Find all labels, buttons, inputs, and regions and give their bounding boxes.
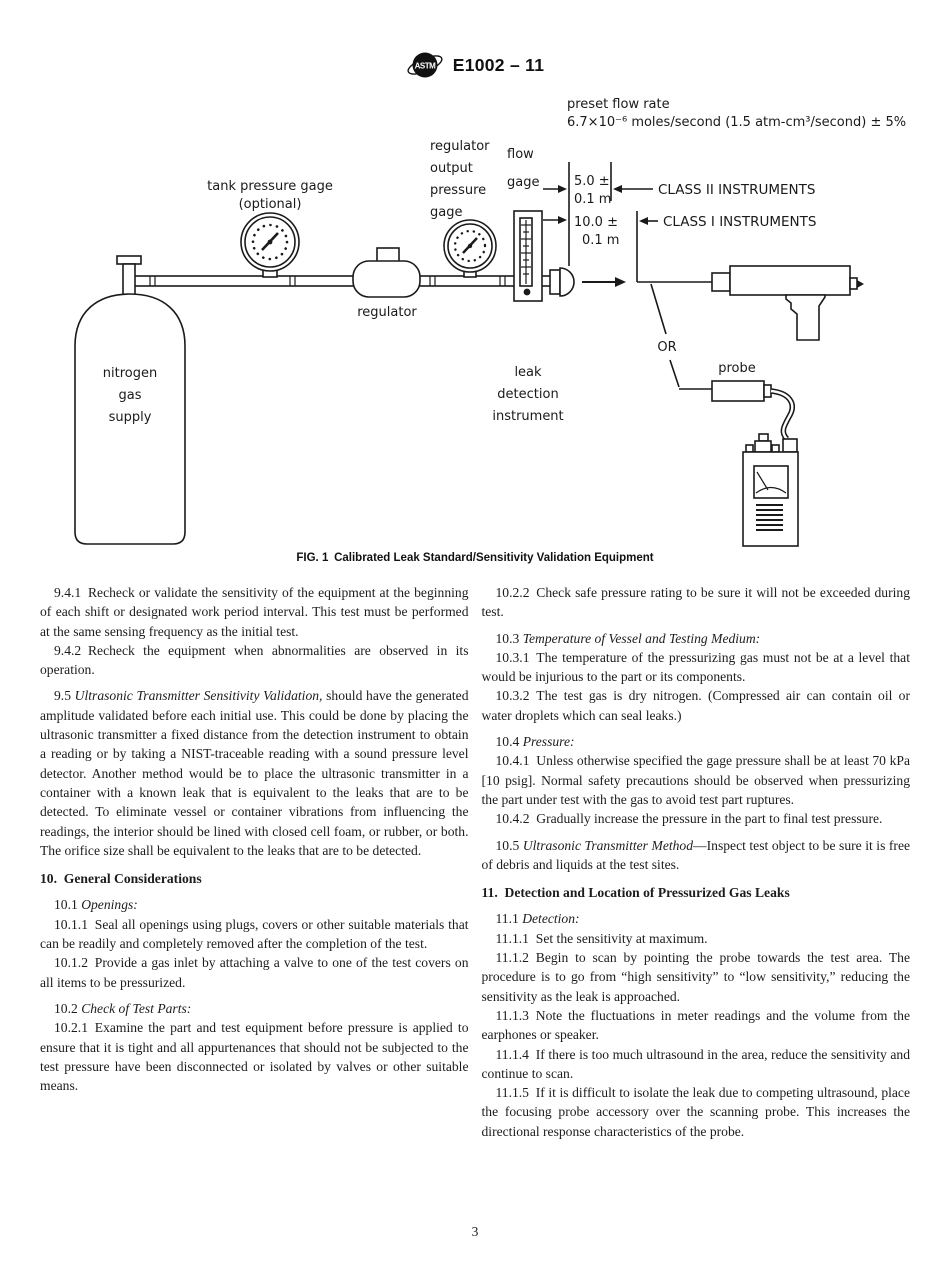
nitrogen-cylinder: nitrogen gas supply bbox=[74, 293, 186, 545]
paragraph: 10.5 Ultrasonic Transmitter Method—Inspe… bbox=[481, 837, 911, 872]
dim-class1-value: 10.0 ± bbox=[574, 215, 618, 230]
document-number: E1002 – 11 bbox=[452, 54, 545, 75]
paragraph: 10.4 Pressure: bbox=[495, 734, 575, 750]
cylinder-label: nitrogen bbox=[103, 366, 157, 381]
paragraph: 10.3 Temperature of Vessel and Testing M… bbox=[495, 630, 761, 646]
paragraph: 10.2.1 Examine the part and test equipme… bbox=[40, 1020, 469, 1094]
figure-1-diagram: preset flow rate 6.7×10⁻⁶ moles/second (… bbox=[74, 97, 906, 547]
svg-text:(optional): (optional) bbox=[239, 197, 302, 212]
nozzle bbox=[549, 267, 575, 297]
paragraph: 9.5 Ultrasonic Transmitter Sensitivity V… bbox=[40, 688, 469, 858]
handheld-meter bbox=[742, 433, 799, 547]
svg-text:tank pressure gage: tank pressure gage bbox=[207, 179, 333, 194]
dim-class2-value: 5.0 ± bbox=[574, 174, 610, 189]
paragraph: 11.1.4 If there is too much ultrasound i… bbox=[481, 1046, 911, 1081]
astm-logo-text: ASTM bbox=[414, 62, 436, 71]
paragraph: 11.1.2 Begin to scan by pointing the pro… bbox=[481, 950, 911, 1004]
paragraph: 10.2 Check of Test Parts: bbox=[54, 1000, 192, 1016]
paragraph: 9.4.1 Recheck or validate the sensitivit… bbox=[40, 585, 469, 639]
dimension-lines: 5.0 ± 0.1 m CLASS II INSTRUMENTS 10.0 ± … bbox=[543, 162, 816, 283]
class1-label: CLASS I INSTRUMENTS bbox=[663, 214, 816, 230]
svg-text:6.7×10⁻⁶ moles/second (1.5 atm: 6.7×10⁻⁶ moles/second (1.5 atm-cm³/secon… bbox=[567, 115, 906, 130]
paragraph: 10.4.2 Gradually increase the pressure i… bbox=[495, 811, 883, 827]
paragraph: 10.4.1 Unless otherwise specified the ga… bbox=[481, 753, 911, 807]
svg-text:0.1 m: 0.1 m bbox=[574, 192, 611, 207]
or-label: OR bbox=[657, 340, 676, 355]
svg-text:pressure: pressure bbox=[430, 183, 486, 198]
preset-flow-rate-label: preset flow rate 6.7×10⁻⁶ moles/second (… bbox=[567, 97, 906, 130]
svg-text:0.1 m: 0.1 m bbox=[582, 233, 619, 248]
figure-1: preset flow rate 6.7×10⁻⁶ moles/second (… bbox=[0, 84, 950, 564]
or-branch: OR bbox=[650, 283, 712, 390]
paragraph: 10.1 Openings: bbox=[54, 897, 138, 913]
regulator: regulator bbox=[352, 247, 421, 320]
probe-label: probe bbox=[718, 361, 756, 376]
body-text: 9.4.1 Recheck or validate the sensitivit… bbox=[0, 583, 950, 1141]
svg-text:gage: gage bbox=[430, 205, 462, 220]
probe-cable bbox=[770, 388, 795, 441]
section-heading: 11. Detection and Location of Pressurize… bbox=[481, 885, 790, 901]
svg-text:gas: gas bbox=[119, 388, 142, 403]
leak-detector-gun bbox=[711, 265, 864, 341]
class2-label: CLASS II INSTRUMENTS bbox=[658, 182, 815, 198]
speaker-grille bbox=[756, 504, 783, 531]
paragraph: 10.2.2 Check safe pressure rating to be … bbox=[481, 585, 911, 620]
regulator-label: regulator bbox=[357, 305, 417, 320]
gas-pipe bbox=[130, 275, 553, 287]
flow-gage: flow gage bbox=[507, 147, 543, 302]
paragraph: 10.3.1 The temperature of the pressurizi… bbox=[481, 649, 911, 685]
svg-text:flow: flow bbox=[507, 147, 534, 162]
tank-pressure-gage: tank pressure gage (optional) bbox=[207, 179, 333, 278]
flow-arrow bbox=[582, 277, 626, 287]
document-header: ASTM E1002 – 11 bbox=[0, 48, 950, 82]
right-column: 10.2.2 Check safe pressure rating to be … bbox=[482, 583, 911, 1141]
paragraph: 10.1.1 Seal all openings using plugs, co… bbox=[40, 916, 469, 952]
section-heading: 10. General Considerations bbox=[40, 871, 202, 887]
paragraph: 11.1 Detection: bbox=[495, 911, 580, 927]
astm-logo-icon: ASTM bbox=[407, 52, 443, 78]
svg-text:supply: supply bbox=[109, 410, 152, 425]
svg-text:preset flow rate: preset flow rate bbox=[567, 97, 670, 112]
paragraph: 11.1.3 Note the fluctuations in meter re… bbox=[481, 1007, 911, 1043]
svg-text:output: output bbox=[430, 161, 473, 176]
regulator-output-gage: regulator output pressure gage bbox=[430, 139, 497, 278]
paragraph: 11.1.5 If it is difficult to isolate the… bbox=[481, 1085, 911, 1139]
probe: probe bbox=[711, 361, 772, 402]
svg-text:regulator: regulator bbox=[430, 139, 490, 154]
leak-instrument-label: leak detection instrument bbox=[492, 365, 563, 424]
svg-text:detection: detection bbox=[497, 387, 558, 402]
svg-text:leak: leak bbox=[514, 365, 542, 380]
paragraph: 11.1.1 Set the sensitivity at maximum. bbox=[495, 930, 708, 946]
svg-text:gage: gage bbox=[507, 175, 539, 190]
paragraph: 10.1.2 Provide a gas inlet by attaching … bbox=[40, 955, 469, 990]
paragraph: 10.3.2 The test gas is dry nitrogen. (Co… bbox=[481, 688, 911, 723]
paragraph: 9.4.2 Recheck the equipment when abnorma… bbox=[40, 642, 469, 678]
left-column: 9.4.1 Recheck or validate the sensitivit… bbox=[40, 583, 469, 1141]
svg-text:instrument: instrument bbox=[492, 409, 563, 424]
figure-caption: FIG. 1 Calibrated Leak Standard/Sensitiv… bbox=[296, 552, 654, 564]
page-number: 3 bbox=[471, 1224, 479, 1239]
